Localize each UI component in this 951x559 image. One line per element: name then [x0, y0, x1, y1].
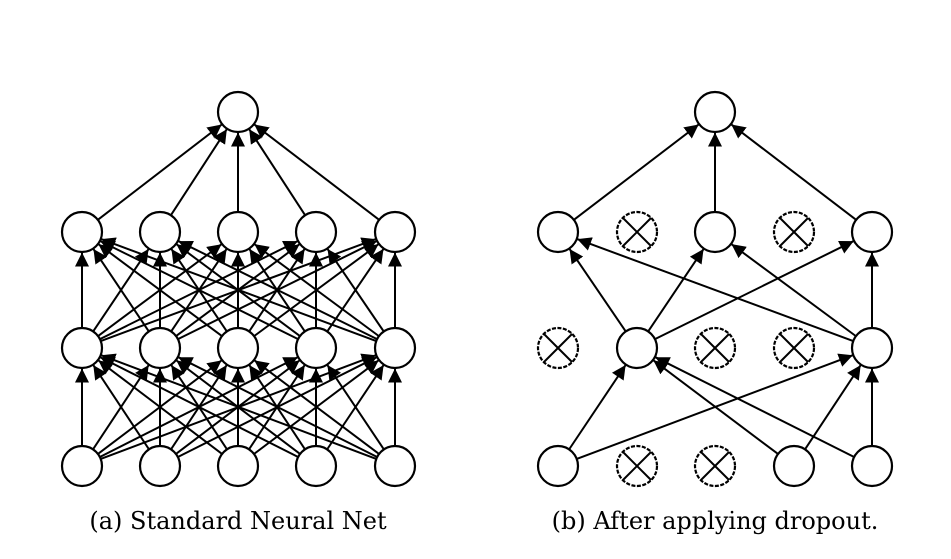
dropped-neuron: [536, 326, 580, 370]
neuron: [373, 326, 417, 370]
connection-arrow: [253, 243, 380, 337]
neuron: [216, 444, 260, 488]
neuron: [216, 210, 260, 254]
neuron: [693, 210, 737, 254]
connection-arrow: [573, 123, 700, 221]
neuron: [138, 326, 182, 370]
nodes-standard-net: [60, 90, 417, 488]
neuron: [294, 444, 338, 488]
connection-arrow: [326, 248, 385, 333]
neuron: [60, 444, 104, 488]
connection-arrow: [568, 364, 627, 450]
connection-arrow: [97, 359, 223, 455]
connection-arrow: [177, 240, 378, 341]
neuron: [60, 210, 104, 254]
connection-arrow: [654, 356, 855, 458]
connection-arrow: [99, 356, 299, 458]
neuron: [850, 444, 894, 488]
connection-arrow: [326, 364, 385, 450]
neuron: [294, 210, 338, 254]
connection-arrow: [652, 359, 779, 455]
neuron: [615, 326, 659, 370]
connection-arrow: [253, 123, 380, 221]
caption-standard-net: (a) Standard Neural Net: [89, 507, 387, 535]
dropped-neuron: [615, 210, 659, 254]
neuron: [850, 326, 894, 370]
dropped-neuron: [693, 326, 737, 370]
neuron: [294, 326, 338, 370]
connection-arrow: [730, 123, 857, 221]
dropped-neuron: [693, 444, 737, 488]
caption-dropout-net: (b) After applying dropout.: [552, 507, 879, 535]
connection-arrow: [654, 240, 855, 341]
neuron: [693, 90, 737, 134]
dropped-neuron: [615, 444, 659, 488]
connection-arrow: [248, 128, 306, 216]
dropped-neuron: [772, 210, 816, 254]
neuron: [850, 210, 894, 254]
connection-arrow: [92, 248, 150, 332]
neuron: [216, 90, 260, 134]
neuron: [536, 444, 580, 488]
connection-arrow: [97, 243, 223, 337]
connection-arrow: [568, 248, 627, 333]
connection-arrow: [92, 364, 150, 450]
connection-arrow: [100, 237, 377, 342]
connection-arrow: [99, 240, 299, 341]
dropped-neuron: [772, 326, 816, 370]
neuron: [373, 210, 417, 254]
neuron: [216, 326, 260, 370]
connection-arrow: [100, 353, 377, 460]
connection-arrow: [177, 356, 378, 458]
connection-arrow: [730, 243, 857, 337]
connection-arrow: [576, 237, 854, 343]
connection-arrow: [804, 364, 862, 450]
connection-arrow: [97, 123, 223, 221]
connection-arrow: [170, 128, 228, 216]
neuron: [373, 444, 417, 488]
edges-standard-net: [75, 123, 402, 460]
connection-arrow: [647, 248, 705, 332]
neuron: [536, 210, 580, 254]
connection-arrow: [253, 359, 380, 455]
neuron: [60, 326, 104, 370]
nodes-dropout-net: [536, 90, 894, 488]
panel-standard-net: (a) Standard Neural Net: [60, 90, 417, 535]
neuron: [138, 210, 182, 254]
edges-dropout-net: [568, 123, 879, 460]
neuron: [772, 444, 816, 488]
panel-dropout-net: (b) After applying dropout.: [536, 90, 894, 535]
neuron: [138, 444, 182, 488]
